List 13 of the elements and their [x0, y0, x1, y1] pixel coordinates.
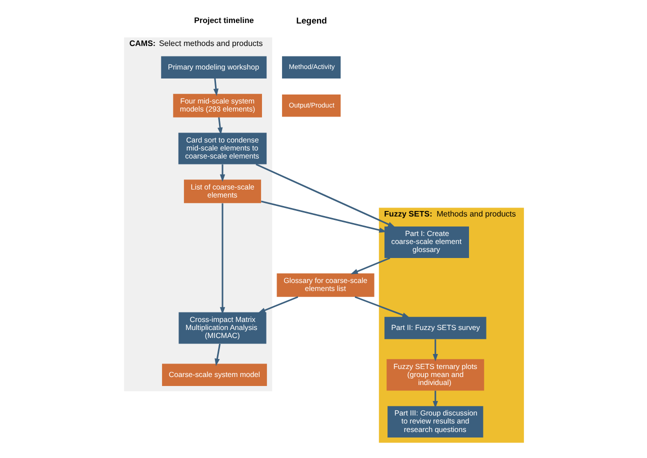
- arrow: [219, 164, 225, 182]
- arrow: [350, 257, 390, 274]
- arrow: [354, 296, 410, 318]
- label: Legend: [296, 15, 326, 26]
- arrow: [260, 200, 386, 233]
- arrow: [219, 203, 225, 314]
- arrow: [257, 296, 298, 314]
- arrow: [212, 78, 218, 96]
- arrow: [217, 117, 222, 135]
- arrow: [432, 390, 438, 408]
- arrow: [214, 344, 220, 366]
- arrow: [432, 339, 438, 362]
- arrow: [255, 164, 395, 228]
